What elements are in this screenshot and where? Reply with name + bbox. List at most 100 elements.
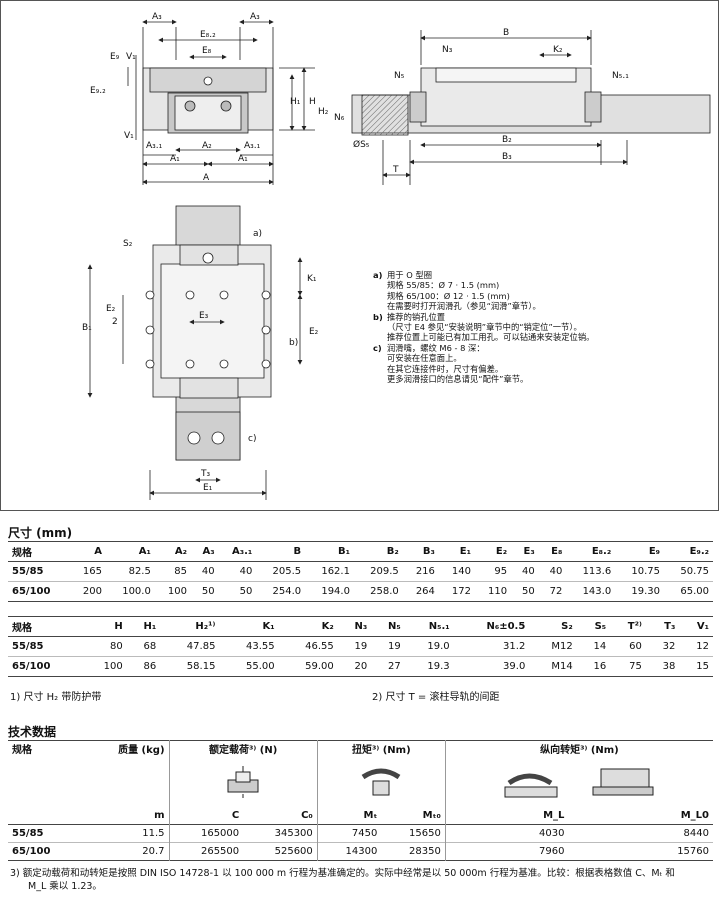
value-cell: 258.0 — [353, 581, 403, 602]
label-a3-1-right: A₃.₁ — [244, 141, 261, 151]
label-n3: N₃ — [442, 45, 453, 55]
legend-b-line: （尺寸 E4 参见“安装说明”章节中的“销定位”一节）。 — [387, 322, 582, 333]
legend-b-line: 推荐位置上可能已有加工用孔。可以钻通来安装定位销。 — [387, 332, 595, 343]
spec-cell: 65/100 — [12, 846, 51, 857]
value-cell: M14 — [529, 656, 577, 677]
callout-a: a) — [253, 229, 262, 239]
dims1-header-cell: 规格 — [8, 541, 70, 562]
value-cell: 28350 — [381, 842, 446, 861]
legend-b-line: 推荐的销孔位置 — [387, 311, 446, 322]
value-cell: 216 — [402, 561, 439, 582]
label-e9-2: E₉.₂ — [90, 86, 106, 96]
value-cell: 165 — [69, 561, 107, 582]
label-v1-top: V₁ — [126, 52, 136, 62]
tech-header-mass: 质量 (kg) — [81, 740, 170, 759]
value-cell: M12 — [529, 636, 577, 657]
value-cell: 11.5 — [81, 824, 170, 843]
value-cell: 209.5 — [353, 561, 403, 582]
value-cell: 7960 — [538, 846, 565, 857]
value-cell: 19 — [337, 636, 372, 657]
footnote-1: 1) 尺寸 H₂ 带防护带 — [10, 692, 102, 703]
torque-icon — [361, 768, 401, 796]
tech-sub-mt: Mₜ — [363, 809, 378, 821]
label-a2: A₂ — [202, 141, 212, 151]
value-cell: 254.0 — [256, 581, 306, 602]
dims2-header-cell: N₆±0.5 — [453, 616, 530, 637]
dims1-header-cell: E₈ — [538, 541, 567, 562]
label-a3-left: A₃ — [152, 12, 162, 22]
value-cell: 55.00 — [219, 656, 279, 677]
label-b3: B₃ — [502, 152, 512, 162]
value-cell: 31.2 — [453, 636, 530, 657]
value-cell: 113.6 — [566, 561, 616, 582]
value-cell: 8440 — [683, 828, 709, 839]
footnote-3: 3) 额定动载荷和动转矩是按照 DIN ISO 14728-1 以 100 00… — [10, 867, 710, 893]
legend-c-line: 润滑嘴，螺纹 M6 - 8 深： — [387, 342, 485, 353]
legend-a-line: 在需要时打开润滑孔（参见“润滑”章节）。 — [387, 301, 541, 312]
callout-c: c) — [248, 434, 256, 444]
value-cell: 15760 — [677, 846, 709, 857]
label-b2: B₂ — [502, 135, 512, 145]
dims2-header-cell: K₁ — [219, 616, 279, 637]
dims1-header-cell: B₁ — [305, 541, 354, 562]
label-k2: K₂ — [553, 45, 563, 55]
value-cell: 15650 — [381, 824, 446, 843]
value-cell: 43.55 — [219, 636, 279, 657]
callout-b: b) — [289, 338, 298, 348]
dims1-header-cell: E₈.₂ — [566, 541, 616, 562]
front-view — [127, 19, 315, 185]
value-cell: 205.5 — [256, 561, 306, 582]
label-t: T — [392, 165, 399, 175]
value-cell: 40 — [538, 561, 567, 582]
value-cell: 162.1 — [305, 561, 354, 582]
value-cell: 100 — [154, 581, 191, 602]
value-cell: 95 — [475, 561, 512, 582]
value-cell: 110 — [475, 581, 512, 602]
value-cell: 525600 — [243, 842, 318, 861]
label-h1: H₁ — [290, 97, 301, 107]
legend-c-line: 在其它连接件时，尺寸有偏差。 — [387, 363, 504, 374]
dims1-header-cell: E₉ — [615, 541, 665, 562]
value-cell: 72 — [538, 581, 567, 602]
value-cell: 19.3 — [404, 656, 454, 677]
dims2-header-cell: H₂¹⁾ — [160, 616, 220, 637]
value-cell: 60 — [610, 636, 646, 657]
label-e9: E₉ — [110, 52, 120, 62]
dims2-header-cell: T₃ — [645, 616, 680, 637]
tech-header-longitudinal-torque: 纵向转矩³⁾ (Nm) — [540, 745, 619, 756]
dimensions-title: 尺寸 (mm) — [8, 526, 73, 540]
dims2-header-cell: N₅.₁ — [404, 616, 454, 637]
tech-sub-mt0: Mₜ₀ — [381, 806, 446, 825]
value-cell: 47.85 — [160, 636, 220, 657]
top-view — [87, 205, 303, 500]
legend-c-line: 更多润滑接口的信息请见“配件”章节。 — [387, 374, 529, 385]
value-cell: 65.00 — [664, 581, 713, 602]
dims1-header-cell: E₂ — [475, 541, 512, 562]
spec-cell: 65/100 — [8, 581, 70, 602]
dims1-header-cell: E₁ — [438, 541, 476, 562]
legend-c-line: 可安装在任意面上。 — [387, 353, 462, 364]
value-cell: 40 — [511, 561, 539, 582]
value-cell: 200 — [69, 581, 107, 602]
value-cell: 265500 — [200, 846, 240, 857]
value-cell: 82.5 — [106, 561, 155, 582]
dims2-header-cell: S₅ — [576, 616, 611, 637]
value-cell: 14300 — [345, 846, 378, 857]
spec-cell: 65/100 — [8, 656, 84, 677]
dims1-header-cell: B — [256, 541, 306, 562]
value-cell: 345300 — [243, 824, 318, 843]
value-cell: 50 — [511, 581, 539, 602]
spec-cell: 55/85 — [8, 636, 84, 657]
value-cell: 50 — [190, 581, 219, 602]
value-cell: 19.30 — [615, 581, 665, 602]
value-cell: 14 — [576, 636, 611, 657]
label-e1: E₁ — [203, 483, 213, 493]
value-cell: 10.75 — [615, 561, 665, 582]
label-e2: E₂ — [309, 327, 319, 337]
label-a3-1-left: A₃.₁ — [146, 141, 163, 151]
